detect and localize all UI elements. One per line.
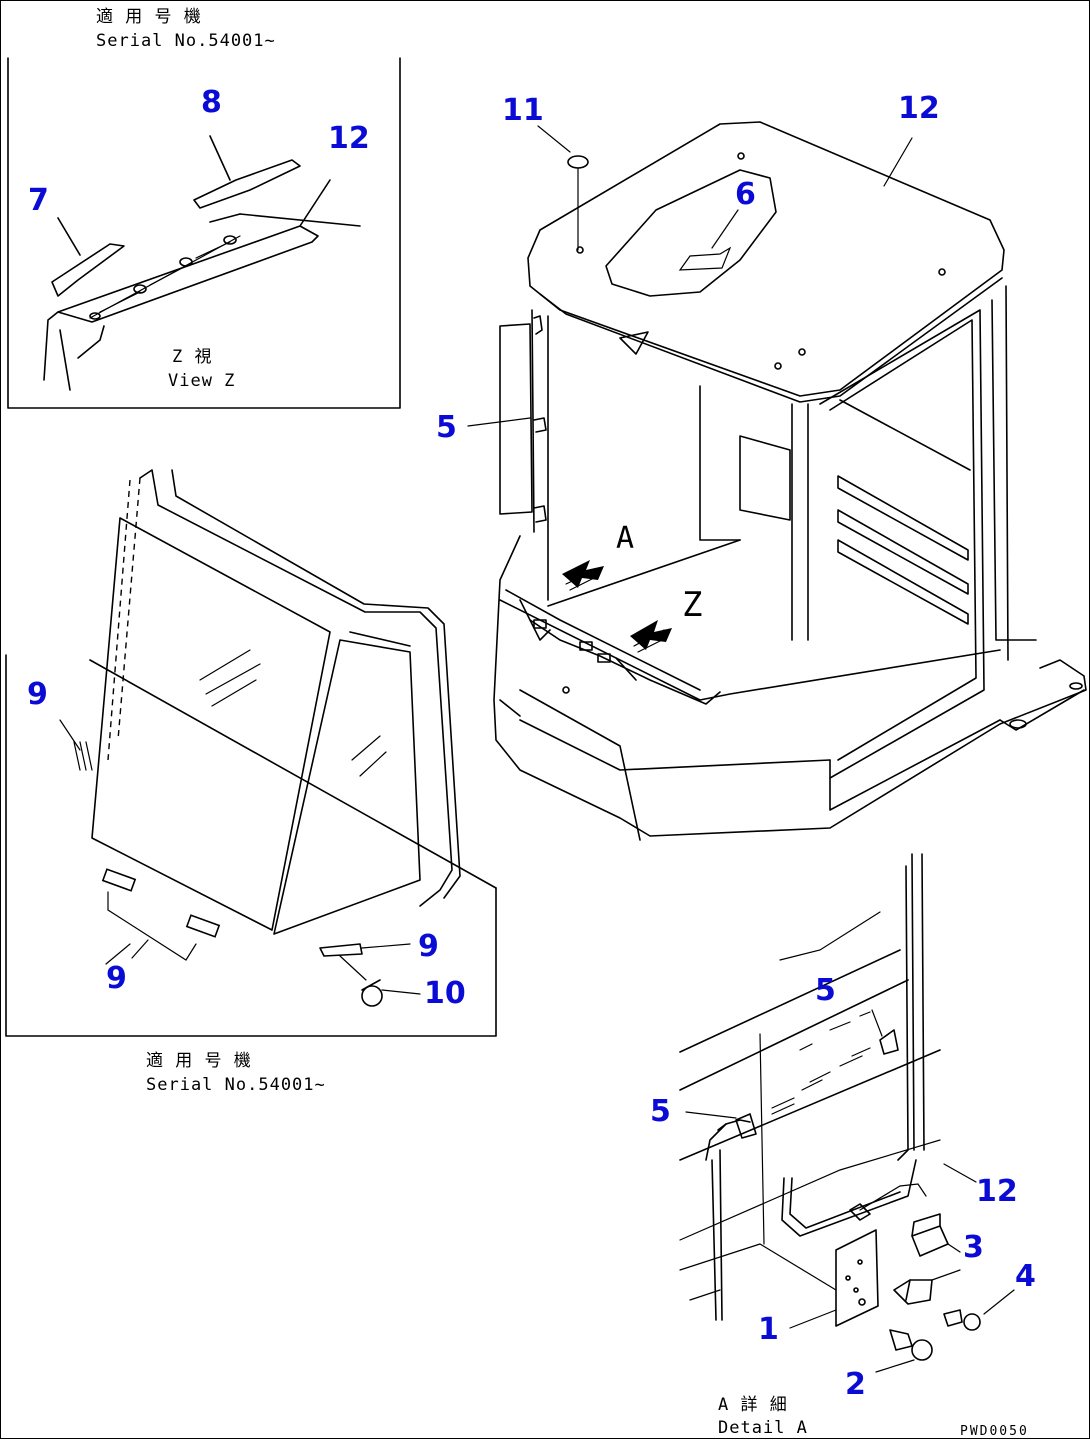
leader-lines: [105, 125, 1015, 1373]
callout-5-detail-lower: 5: [650, 1094, 671, 1129]
drawing-code: PWD0050: [960, 1424, 1029, 1439]
detail-a-label-jp: A 詳 細: [718, 1395, 788, 1415]
view-arrow-z-icon: [630, 620, 672, 653]
serial-note-mid-jp: 適 用 号 機: [146, 1051, 252, 1071]
callout-6: 6: [735, 177, 756, 212]
view-z-label-en: View Z: [168, 371, 236, 391]
callout-5-cab: 5: [436, 410, 457, 445]
serial-note-top-en: Serial No.54001~: [96, 31, 276, 51]
cab-assembly: [493, 121, 1087, 841]
callout-1: 1: [758, 1312, 779, 1347]
view-z-letter: Z: [682, 585, 704, 625]
detail-a-label-en: Detail A: [718, 1418, 808, 1438]
callout-9-hinge: 9: [418, 929, 439, 964]
view-a-letter: A: [616, 521, 636, 556]
callout-4: 4: [1015, 1259, 1036, 1294]
callout-11: 11: [502, 93, 544, 128]
callout-8: 8: [201, 85, 222, 120]
detail-a: [679, 853, 981, 1361]
callout-12-cab: 12: [898, 91, 940, 126]
window-inset: [5, 469, 497, 1037]
callout-9-clip: 9: [27, 677, 48, 712]
callout-3: 3: [963, 1230, 984, 1265]
callout-12-detail: 12: [976, 1174, 1018, 1209]
callout-7: 7: [28, 183, 49, 218]
serial-note-top-jp: 適 用 号 機: [96, 7, 202, 27]
callout-12-view-z: 12: [328, 121, 370, 156]
callout-2: 2: [845, 1367, 866, 1402]
serial-note-mid-en: Serial No.54001~: [146, 1075, 326, 1095]
callout-10: 10: [424, 976, 466, 1011]
callout-9-bottom: 9: [106, 961, 127, 996]
view-z-label-jp: Z 視: [172, 347, 213, 367]
view-z-inset: [7, 57, 401, 409]
view-arrow-a-icon: [562, 560, 604, 591]
callout-5-detail-upper: 5: [815, 973, 836, 1008]
